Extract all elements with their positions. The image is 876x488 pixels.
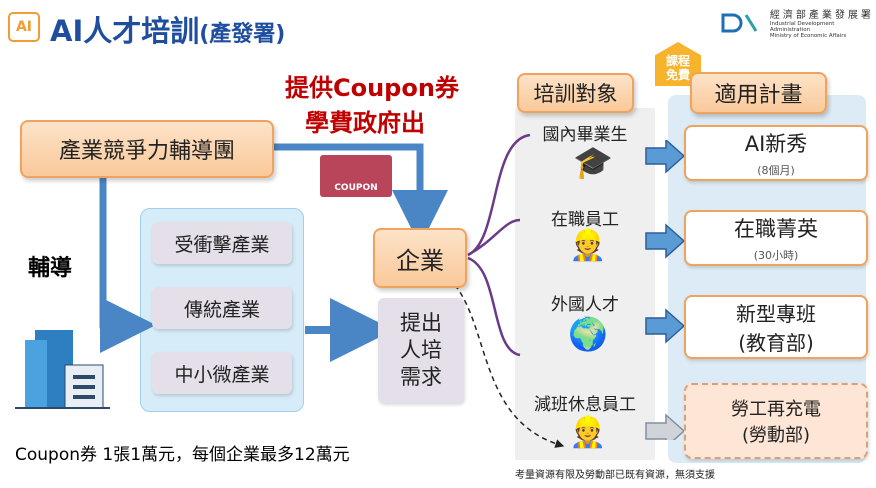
graduate-icon: 🎓: [573, 143, 613, 181]
footnote: 考量資源有限及勞動部已既有資源，無須支援: [515, 470, 715, 481]
ai-icon: AI: [8, 12, 40, 42]
target-employees: 在職員工: [551, 210, 619, 230]
training-need-box: 提出人培需求: [378, 298, 464, 403]
plan-new-class: 新型專班(教育部): [684, 295, 868, 359]
industry-item: 中小微產業: [152, 352, 292, 394]
coupon-icon: COUPON: [320, 155, 392, 197]
target-furloughed: 減班休息員工: [534, 395, 636, 415]
targets-header: 培訓對象: [517, 73, 634, 113]
page-title: AI人才培訓(產發署): [50, 14, 286, 48]
workers-icon: 👷: [569, 415, 607, 450]
coupon-line2: 學費政府出: [305, 109, 425, 137]
plan-labor-recharge: 勞工再充電(勞動部): [684, 383, 868, 459]
industry-item: 傳統產業: [152, 287, 292, 329]
guide-label: 輔導: [28, 256, 73, 281]
workers-icon: 👷: [569, 228, 607, 263]
block-arrows: [645, 140, 686, 440]
enterprise-box: 企業: [373, 228, 467, 288]
target-foreign-talent: 外國人才: [551, 295, 619, 315]
coupon-line1: 提供Coupon券: [285, 74, 459, 102]
building-icon: [15, 330, 110, 409]
targets-panel: [515, 108, 655, 460]
industry-item: 受衝擊產業: [152, 222, 292, 264]
globe-people-icon: 🌍: [568, 315, 608, 353]
plan-elite: 在職菁英(30小時): [684, 210, 868, 266]
target-graduates: 國內畢業生: [542, 125, 628, 145]
plans-header: 適用計畫: [690, 72, 827, 114]
plan-ai-rookie: AI新秀(8個月): [684, 125, 868, 181]
industry-team-box: 產業競爭力輔導團: [20, 120, 274, 178]
coupon-note: Coupon券 1張1萬元，每個企業最多12萬元: [15, 445, 350, 465]
ida-logo-icon: [721, 13, 758, 32]
